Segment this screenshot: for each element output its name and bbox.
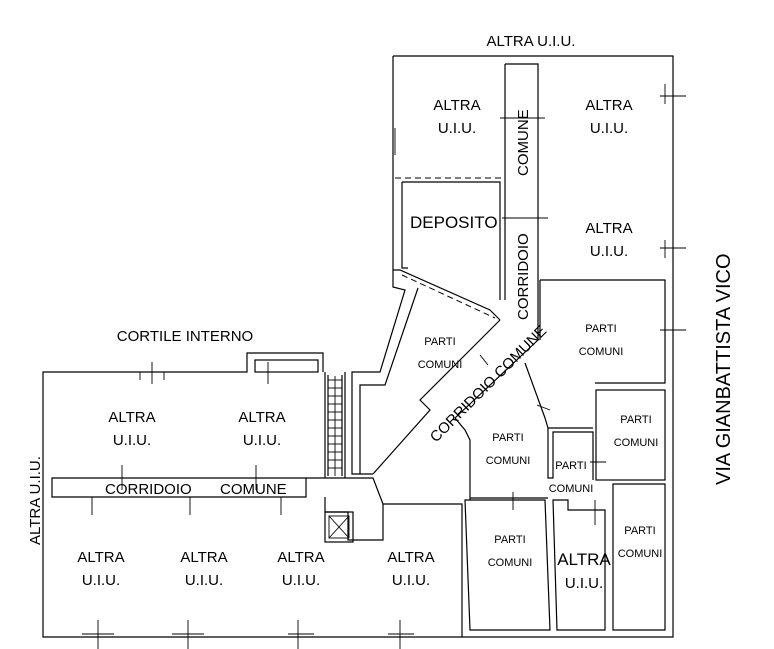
svg-text:ALTRA: ALTRA — [108, 409, 155, 426]
unit-label: ALTRA U.I.U. — [585, 220, 632, 260]
svg-text:U.I.U.: U.I.U. — [82, 572, 120, 589]
svg-text:COMUNI: COMUNI — [549, 483, 594, 495]
svg-text:PARTI: PARTI — [555, 460, 586, 472]
svg-text:PARTI: PARTI — [624, 525, 655, 537]
svg-text:U.I.U.: U.I.U. — [185, 572, 223, 589]
door-marks — [82, 84, 686, 649]
svg-text:U.I.U.: U.I.U. — [590, 120, 628, 137]
deposit-label: DEPOSITO — [410, 213, 498, 232]
unit-label: ALTRA U.I.U. — [77, 549, 124, 589]
corridor-horizontal-corridoio: CORRIDOIO — [105, 481, 192, 498]
svg-text:PARTI: PARTI — [620, 414, 651, 426]
corridor-vertical-comune: COMUNE — [515, 109, 532, 176]
svg-text:ALTRA: ALTRA — [433, 97, 480, 114]
svg-text:PARTI: PARTI — [494, 534, 525, 546]
svg-text:ALTRA: ALTRA — [585, 220, 632, 237]
svg-text:PARTI: PARTI — [492, 432, 523, 444]
unit-label: ALTRA U.I.U. — [180, 549, 227, 589]
svg-text:ALTRA: ALTRA — [387, 549, 434, 566]
svg-text:COMUNI: COMUNI — [418, 359, 463, 371]
svg-text:ALTRA: ALTRA — [238, 409, 285, 426]
svg-text:COMUNI: COMUNI — [614, 437, 659, 449]
street-label: VIA GIANBATTISTA VICO — [713, 253, 735, 485]
common-parts-label: PARTI COMUNI — [579, 323, 624, 358]
svg-text:ALTRA: ALTRA — [277, 549, 324, 566]
unit-label: ALTRA U.I.U. — [387, 549, 434, 589]
walls — [42, 55, 674, 638]
left-label: ALTRA U.I.U. — [27, 456, 44, 545]
svg-text:ALTRA: ALTRA — [77, 549, 124, 566]
svg-text:COMUNI: COMUNI — [579, 346, 624, 358]
unit-label: ALTRA U.I.U. — [108, 409, 155, 449]
svg-text:U.I.U.: U.I.U. — [590, 243, 628, 260]
corridor-horizontal-comune: COMUNE — [220, 481, 287, 498]
unit-label: ALTRA U.I.U. — [433, 97, 480, 137]
unit-label: ALTRA U.I.U. — [585, 97, 632, 137]
svg-text:COMUNI: COMUNI — [488, 557, 533, 569]
unit-label: ALTRA U.I.U. — [238, 409, 285, 449]
common-parts-label: PARTI COMUNI — [549, 460, 594, 495]
unit-label: ALTRA U.I.U. — [557, 550, 611, 592]
common-parts-label: PARTI COMUNI — [488, 534, 533, 569]
svg-text:U.I.U.: U.I.U. — [438, 120, 476, 137]
svg-text:ALTRA: ALTRA — [180, 549, 227, 566]
title-top-label: ALTRA U.I.U. — [487, 33, 576, 50]
common-parts-label: PARTI COMUNI — [418, 336, 463, 371]
common-parts-label: PARTI COMUNI — [614, 414, 659, 449]
svg-text:U.I.U.: U.I.U. — [282, 572, 320, 589]
courtyard-label: CORTILE INTERNO — [117, 328, 253, 345]
svg-text:ALTRA: ALTRA — [557, 550, 611, 569]
corridor-vertical-corridoio: CORRIDOIO — [515, 233, 532, 320]
staircase — [328, 376, 342, 476]
svg-text:PARTI: PARTI — [424, 336, 455, 348]
svg-text:U.I.U.: U.I.U. — [113, 432, 151, 449]
svg-text:COMUNI: COMUNI — [618, 548, 663, 560]
svg-text:U.I.U.: U.I.U. — [565, 575, 603, 592]
svg-text:U.I.U.: U.I.U. — [243, 432, 281, 449]
svg-text:U.I.U.: U.I.U. — [392, 572, 430, 589]
unit-label: ALTRA U.I.U. — [277, 549, 324, 589]
svg-text:ALTRA: ALTRA — [585, 97, 632, 114]
common-parts-label: PARTI COMUNI — [486, 432, 531, 467]
svg-text:COMUNI: COMUNI — [486, 455, 531, 467]
labels: ALTRA U.I.U. ALTRA U.I.U. VIA GIANBATTIS… — [27, 33, 735, 592]
svg-text:PARTI: PARTI — [585, 323, 616, 335]
common-parts-label: PARTI COMUNI — [618, 525, 663, 560]
